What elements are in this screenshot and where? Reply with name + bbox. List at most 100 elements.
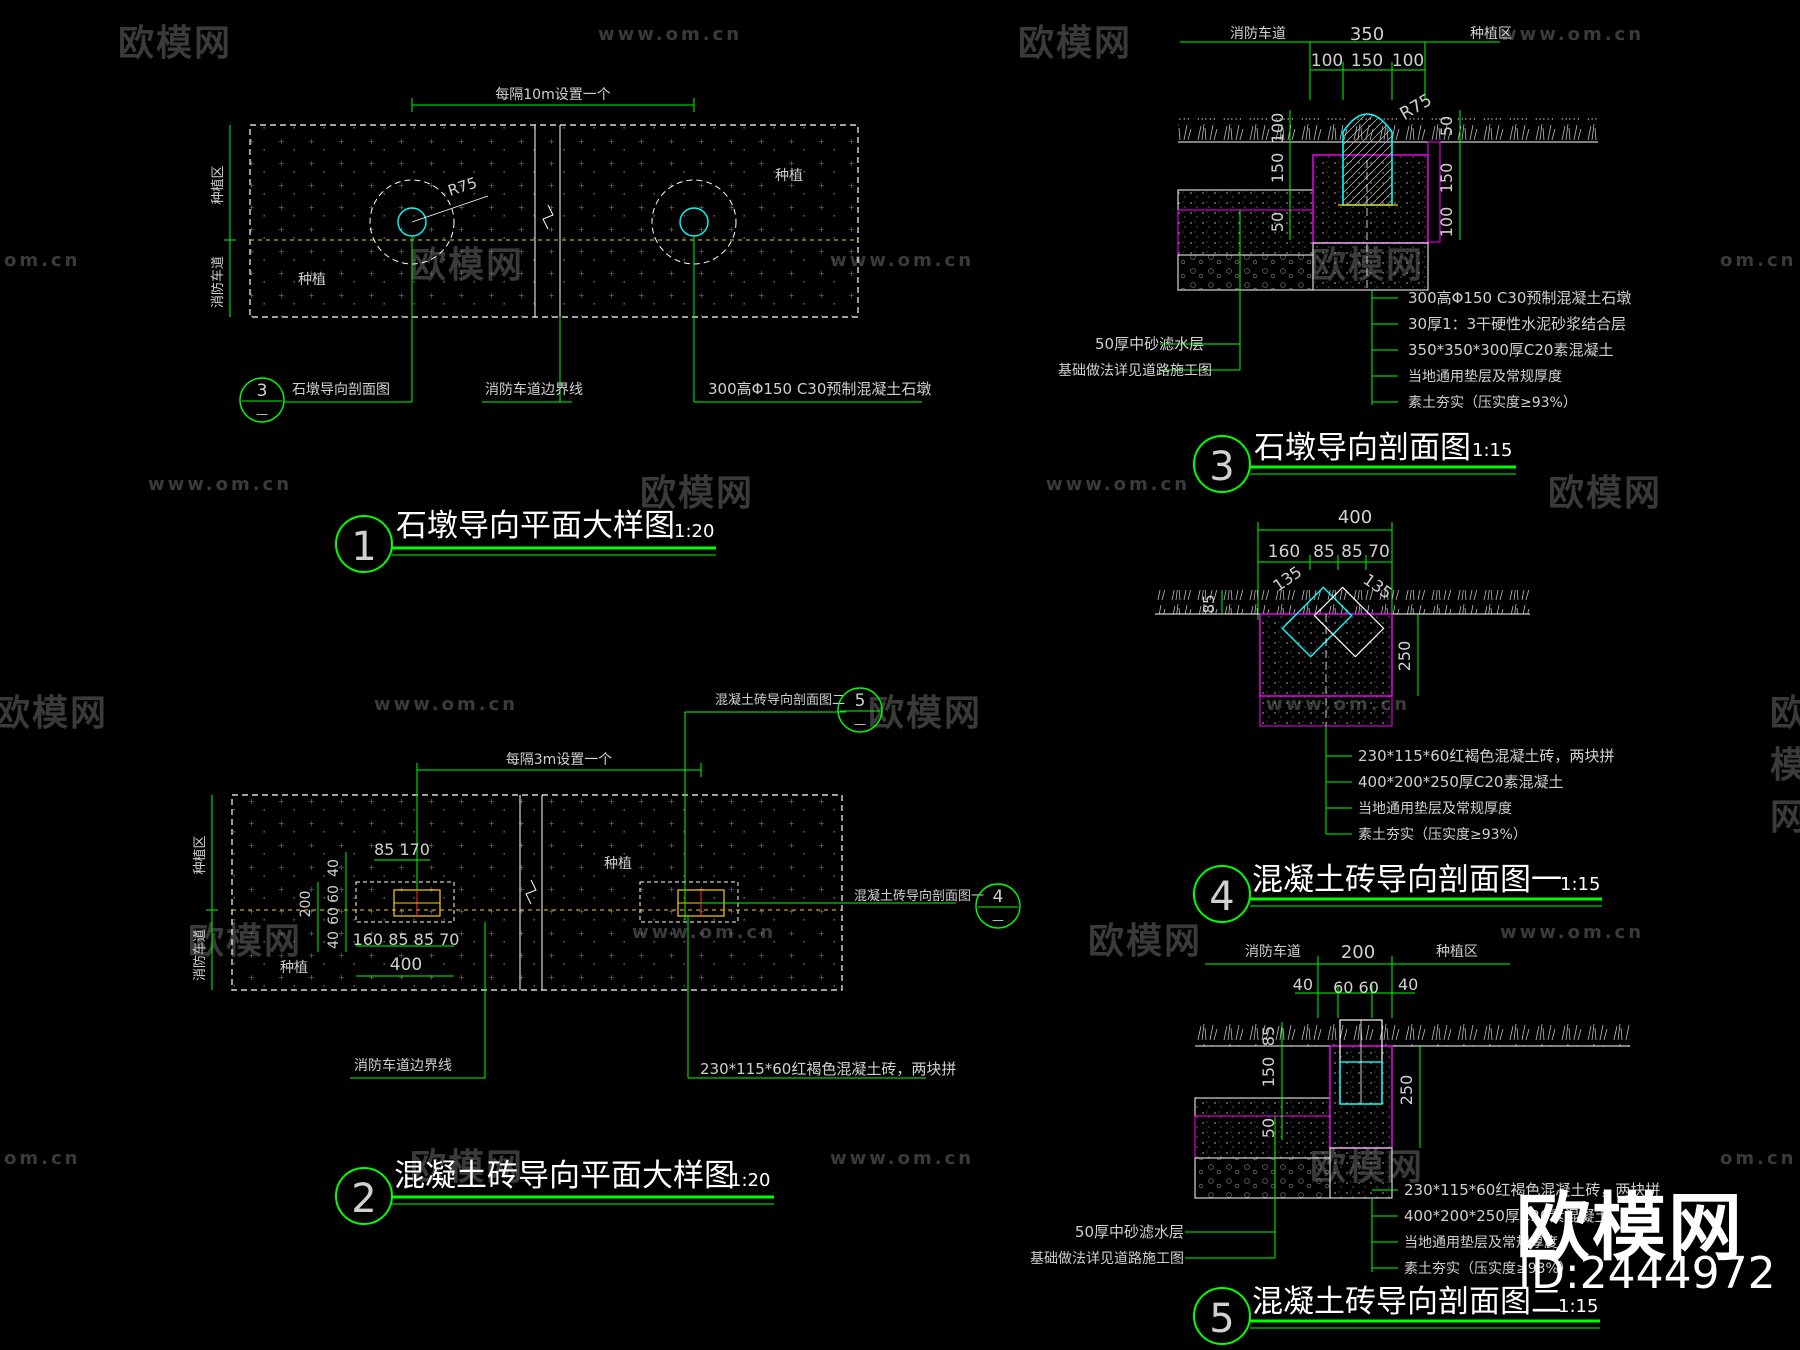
planting-label: 种植 [298, 272, 326, 288]
corner-brand-logo: 欧模网 [1516, 1185, 1744, 1271]
dim: 85 [1341, 542, 1363, 562]
title-number: 1 [351, 524, 376, 570]
section-3-stone-bollard: 消防车道 种植区 350 100 150 100 [1058, 24, 1631, 493]
note: 基础做法详见道路施工图 [1058, 362, 1212, 379]
break-symbol [525, 879, 537, 905]
dims-bottom: 160 85 85 70 [353, 930, 460, 949]
dim: 85 [1313, 542, 1335, 562]
zone-label: 消防车道 [192, 929, 208, 981]
note: 230*115*60红褐色混凝土砖，两块拼 [1358, 747, 1614, 765]
note: 350*350*300厚C20素混凝土 [1408, 341, 1613, 359]
title-circle [1193, 435, 1251, 493]
spacing-note: 每隔3m设置一个 [506, 752, 613, 768]
section-4-title: 混凝土砖导向剖面图一 [1252, 862, 1562, 898]
bollard-label: 300高Φ150 C30预制混凝土石墩 [708, 380, 931, 398]
note: 230*115*60红褐色混凝土砖，两块拼 [1404, 1181, 1660, 1199]
plan-1-scale: 1:20 [674, 521, 714, 542]
note: 当地通用垫层及常规厚度 [1408, 369, 1562, 385]
section-4-scale: 1:15 [1560, 874, 1600, 895]
dim-c: 100 [1392, 51, 1424, 71]
title-circle [335, 515, 393, 573]
plan-2-title: 混凝土砖导向平面大样图 [394, 1158, 735, 1194]
section-4-concrete-brick: 400 160 85 85 70 135 135 85 250 [1155, 507, 1614, 923]
right-dim: 250 [1397, 1075, 1416, 1106]
side-dim: 40 [326, 859, 342, 877]
section-5-scale: 1:15 [1558, 1296, 1598, 1317]
section-ref-marker [975, 883, 1021, 929]
title-number: 3 [1209, 444, 1234, 490]
zone-label: 种植区 [211, 165, 226, 204]
zone-label: 消防车道 [210, 256, 226, 308]
side-total: 200 [298, 891, 314, 918]
note: 素土夯实（压实度≥93%） [1358, 827, 1527, 843]
sec5-label: 混凝土砖导向剖面图二 [715, 692, 845, 708]
ref-sub: — [854, 717, 866, 731]
dim-a: 40 [1293, 975, 1313, 994]
dim-total: 400 [390, 955, 422, 975]
note: 素土夯实（压实度≥93%） [1408, 395, 1577, 411]
section-3-title: 石墩导向剖面图 [1254, 430, 1471, 466]
side-dim: 60 [326, 907, 342, 925]
note: 50厚中砂滤水层 [1095, 335, 1204, 353]
dim-b: 60 60 [1333, 978, 1379, 997]
note: 400*200*250厚C20素混凝土 [1404, 1207, 1609, 1225]
ref-number: 4 [993, 887, 1004, 907]
dim-a: 100 [1311, 51, 1343, 71]
ref-sub: — [992, 913, 1004, 927]
brick-footprint [639, 881, 739, 923]
plan-2-outline [231, 794, 843, 991]
note: 50厚中砂滤水层 [1075, 1223, 1184, 1241]
left-dim: 85 [1259, 1026, 1278, 1046]
dim-total: 350 [1350, 24, 1384, 45]
title-circle [1193, 865, 1251, 923]
planting-label: 种植 [280, 960, 308, 976]
plan-2-concrete-brick: 每隔3m设置一个 种植区 消防车道 种植 种植 85 170 160 85 85… [192, 687, 1021, 1225]
left-zone: 消防车道 [1230, 25, 1286, 42]
planting-label: 种植 [604, 856, 632, 872]
left-dim: 50 [1268, 212, 1287, 232]
note: 基础做法详见道路施工图 [1030, 1250, 1184, 1267]
right-zone: 种植区 [1470, 26, 1512, 42]
left-dim: 85 [1200, 594, 1218, 613]
dim-total: 200 [1341, 942, 1375, 963]
ref-label: 石墩导向剖面图 [292, 382, 390, 398]
note: 当地通用垫层及常规厚度 [1404, 1235, 1558, 1251]
title-number: 5 [1209, 1296, 1234, 1342]
right-dim: 50 [1437, 116, 1456, 136]
left-dim: 150 [1268, 153, 1287, 184]
note: 素土夯实（压实度≥93%） [1404, 1261, 1573, 1277]
section-5-concrete-brick: 消防车道 种植区 200 40 60 60 40 85 [1030, 942, 1660, 1345]
ref-sub: — [256, 407, 268, 421]
right-dim: 150 [1437, 163, 1456, 194]
note: 400*200*250厚C20素混凝土 [1358, 773, 1563, 791]
dims-top: 85 170 [374, 840, 430, 859]
left-zone: 消防车道 [1245, 943, 1301, 960]
brick-a [1281, 586, 1353, 658]
sec4-label: 混凝土砖导向剖面图一 [854, 888, 984, 904]
plan-2-scale: 1:20 [730, 1170, 770, 1191]
left-dim: 50 [1259, 1118, 1278, 1138]
boundary-label: 消防车道边界线 [354, 1057, 452, 1074]
note: 当地通用垫层及常规厚度 [1358, 801, 1512, 817]
brick-label: 230*115*60红褐色混凝土砖，两块拼 [700, 1060, 956, 1078]
right-dim: 100 [1437, 207, 1456, 238]
section-ref-marker [837, 687, 883, 733]
dim-b: 150 [1351, 51, 1383, 71]
zone-label: 种植区 [193, 835, 208, 874]
left-dim: 100 [1268, 113, 1287, 144]
title-number: 4 [1209, 874, 1234, 920]
spacing-note: 每隔10m设置一个 [495, 87, 610, 103]
note: 30厚1：3干硬性水泥砂浆结合层 [1408, 315, 1626, 333]
dim-c: 40 [1398, 975, 1418, 994]
ref-number: 5 [855, 691, 866, 711]
note: 300高Φ150 C30预制混凝土石墩 [1408, 289, 1631, 307]
side-dim: 40 [326, 931, 342, 949]
plan-1-outline [249, 124, 859, 318]
section-3-scale: 1:15 [1472, 440, 1512, 461]
planting-label: 种植 [775, 168, 803, 184]
brick-footprint [355, 881, 455, 923]
section-ref-marker [239, 377, 285, 423]
section-5-title: 混凝土砖导向剖面图二 [1252, 1284, 1562, 1320]
dim-total: 400 [1338, 507, 1372, 528]
